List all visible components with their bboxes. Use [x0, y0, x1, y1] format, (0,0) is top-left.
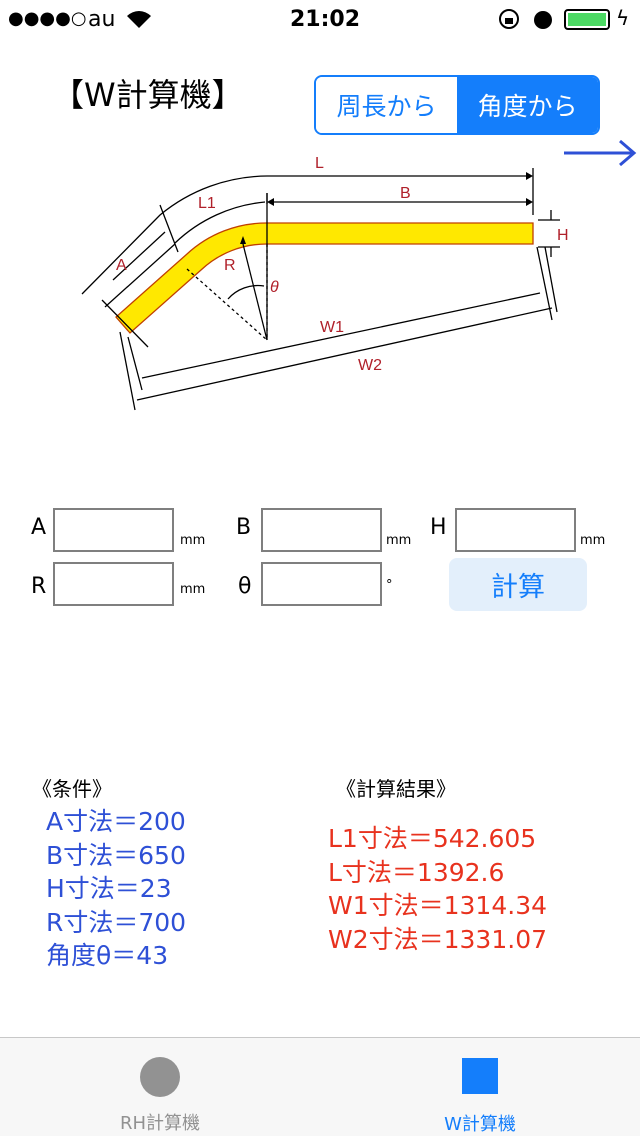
tab-label: W計算機 [444, 1114, 516, 1135]
label-a: A [31, 515, 47, 540]
label-h: H [430, 515, 447, 540]
conditions-list: A寸法＝200 B寸法＝650 H寸法＝23 R寸法＝700 角度θ＝43 [46, 805, 186, 973]
label-L: L [315, 155, 324, 172]
result-item: W1寸法＝1314.34 [328, 891, 548, 920]
unit-h: mm [580, 533, 606, 548]
unit-a: mm [180, 533, 206, 548]
label-H: H [557, 227, 569, 244]
tab-label: RH計算機 [119, 1113, 201, 1134]
condition-item: B寸法＝650 [46, 840, 186, 870]
condition-item: R寸法＝700 [46, 907, 187, 937]
arrow-right-icon[interactable] [562, 138, 638, 168]
label-B: B [400, 185, 411, 202]
label-theta: θ [270, 279, 279, 296]
h-input[interactable] [455, 508, 576, 552]
square-icon [462, 1058, 498, 1094]
signal-icon: ●●●●○ [8, 8, 87, 29]
wifi-icon [127, 11, 151, 28]
clock: 21:02 [290, 7, 361, 32]
tab-w-calculator[interactable]: W計算機 [320, 1038, 640, 1137]
bend-diagram: L B L1 H A R θ W1 W2 [81, 155, 569, 411]
unit-b: mm [386, 533, 412, 548]
results-heading: 《計算結果》 [336, 777, 456, 801]
rotation-lock-icon [499, 9, 519, 29]
label-theta: θ [238, 574, 252, 599]
result-item: W2寸法＝1331.07 [328, 924, 548, 954]
circle-icon [140, 1057, 180, 1097]
segment-angle[interactable]: 角度から [457, 77, 598, 133]
b-input[interactable] [261, 508, 382, 552]
condition-item: 角度θ＝43 [46, 941, 169, 970]
condition-item: H寸法＝23 [46, 874, 172, 903]
theta-input[interactable] [261, 562, 382, 606]
label-W1: W1 [320, 319, 344, 336]
label-R: R [224, 257, 236, 274]
mode-segmented-control[interactable]: 周長から 角度から [314, 75, 600, 135]
label-W2: W2 [358, 357, 382, 374]
tab-bar: RH計算機 W計算機 [0, 1037, 640, 1136]
label-L1: L1 [198, 195, 216, 212]
results-list: L1寸法＝542.605 L寸法＝1392.6 W1寸法＝1314.34 W2寸… [328, 822, 547, 956]
calculate-button[interactable]: 計算 [449, 558, 587, 611]
tab-rh-calculator[interactable]: RH計算機 [0, 1038, 320, 1137]
result-item: L1寸法＝542.605 [328, 824, 537, 853]
label-r: R [31, 574, 47, 599]
segment-perimeter[interactable]: 周長から [316, 77, 457, 133]
a-input[interactable] [53, 508, 174, 552]
label-A: A [116, 257, 127, 274]
result-item: L寸法＝1392.6 [328, 857, 505, 887]
r-input[interactable] [53, 562, 174, 606]
unit-r: mm [180, 582, 206, 597]
status-bar: ●●●●○ au 21:02 ϟ [0, 0, 640, 40]
conditions-heading: 《条件》 [32, 777, 112, 801]
battery-icon [564, 9, 610, 30]
carrier: au [88, 7, 116, 32]
label-b: B [236, 515, 252, 540]
alarm-icon [534, 11, 552, 29]
unit-theta: ° [386, 578, 393, 593]
charging-icon: ϟ [616, 6, 630, 30]
page-title: 【W計算機】 [52, 76, 244, 114]
condition-item: A寸法＝200 [46, 807, 186, 836]
